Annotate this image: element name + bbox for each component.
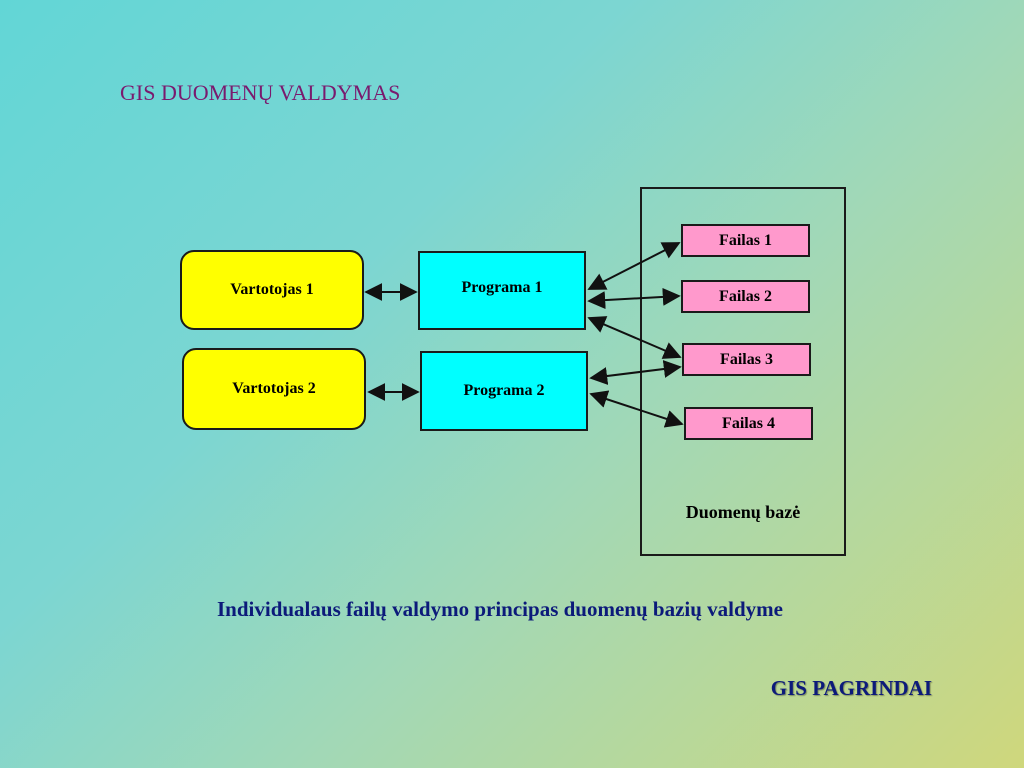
file-box-4: Failas 4 bbox=[684, 407, 813, 440]
program-box-2: Programa 2 bbox=[420, 351, 588, 431]
arrow-program2-file3 bbox=[589, 360, 682, 385]
diagram-caption: Individualaus failų valdymo principas du… bbox=[217, 597, 783, 621]
arrow-program1-file2 bbox=[587, 287, 681, 310]
arrow-program2-file4 bbox=[589, 390, 684, 428]
file-box-3: Failas 3 bbox=[682, 343, 811, 376]
arrow-program1-file3 bbox=[587, 316, 682, 359]
file-box-1: Failas 1 bbox=[681, 224, 810, 257]
user-box-2: Vartotojas 2 bbox=[182, 348, 366, 430]
file-box-2: Failas 2 bbox=[681, 280, 810, 313]
database-label: Duomenų bazė bbox=[685, 502, 801, 522]
user-box-1: Vartotojas 1 bbox=[180, 250, 364, 330]
slide-title: GIS DUOMENŲ VALDYMAS bbox=[120, 80, 401, 105]
arrow-program1-file1 bbox=[587, 242, 681, 290]
program-box-1: Programa 1 bbox=[418, 251, 586, 330]
footer-label: GIS PAGRINDAI bbox=[770, 676, 932, 700]
